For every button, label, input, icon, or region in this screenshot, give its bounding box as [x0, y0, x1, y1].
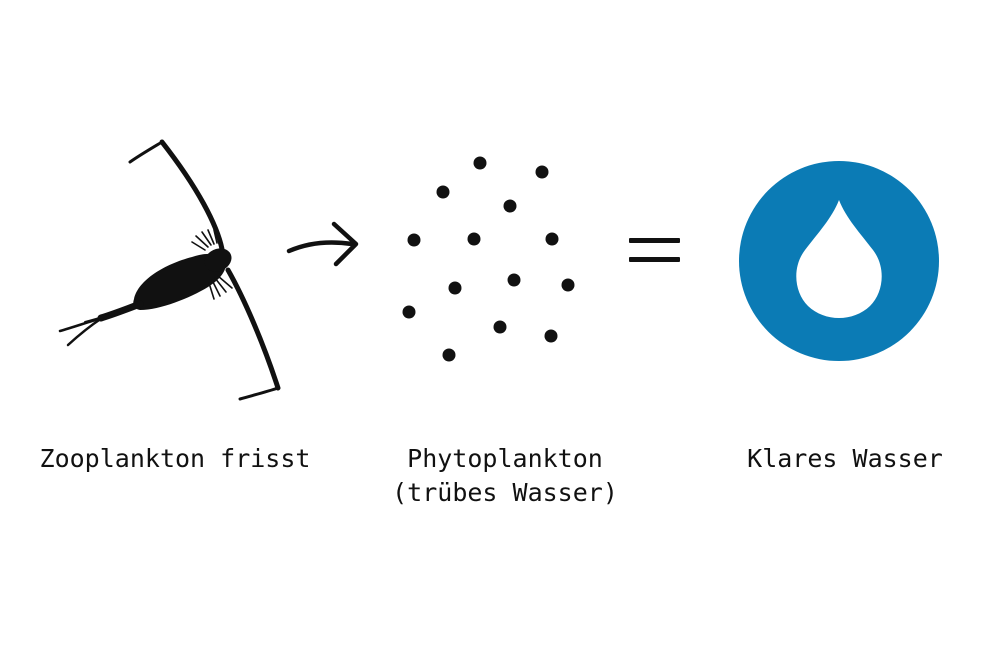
phytoplankton-dot [448, 281, 462, 295]
zooplankton-caption: Zooplankton frisst [20, 442, 330, 476]
phytoplankton-dot [503, 199, 517, 213]
clear-water-label: Klares Wasser [747, 444, 943, 473]
phytoplankton-dot [507, 273, 521, 287]
phytoplankton-sublabel: (trübes Wasser) [392, 478, 618, 507]
phytoplankton-dot [561, 278, 575, 292]
phytoplankton-dot [535, 165, 549, 179]
phytoplankton-dot [545, 232, 559, 246]
phytoplankton-dot [402, 305, 416, 319]
phytoplankton-dot [493, 320, 507, 334]
phytoplankton-label: Phytoplankton [407, 444, 603, 473]
dots-cluster-icon [402, 156, 575, 362]
phytoplankton-dot [544, 329, 558, 343]
copepod-icon [58, 139, 281, 401]
zooplankton-label: Zooplankton frisst [39, 444, 311, 473]
phytoplankton-dot [436, 185, 450, 199]
phytoplankton-dot [442, 348, 456, 362]
arrow-right-icon [286, 221, 359, 267]
water-drop-icon [739, 161, 939, 361]
equals-icon [629, 238, 680, 262]
phytoplankton-caption: Phytoplankton (trübes Wasser) [355, 442, 655, 510]
phytoplankton-dot [473, 156, 487, 170]
phytoplankton-dot [467, 232, 481, 246]
phytoplankton-dot [407, 233, 421, 247]
clear-water-caption: Klares Wasser [725, 442, 965, 476]
